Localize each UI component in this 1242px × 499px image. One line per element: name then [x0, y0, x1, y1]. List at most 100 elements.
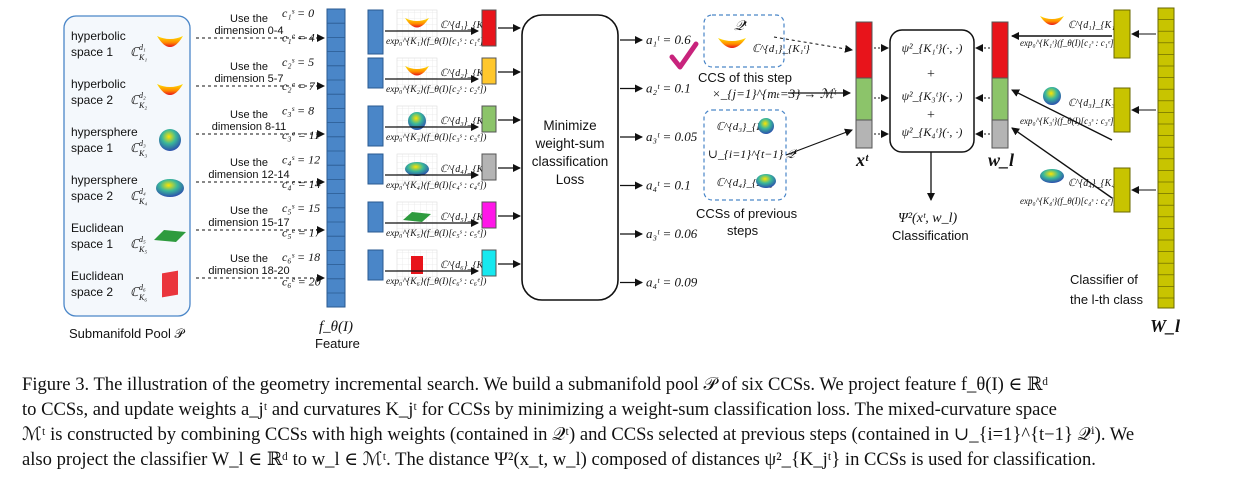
projected-vector: [481, 249, 497, 277]
pool-space-name: Euclidean: [71, 269, 124, 283]
classifier-symbol: W_l: [1150, 316, 1180, 336]
vertical-plane-icon: [411, 256, 423, 274]
feature-segment: [367, 57, 384, 89]
classifier-arrow-2: [1011, 89, 1113, 141]
classifier-manifold-symbol: ℂ^{d₃}_{K₃ᵗ}: [1068, 98, 1121, 109]
hyperbolic-surface-icon: [405, 18, 429, 28]
cut-point: c₁ᵉ = 4: [282, 30, 315, 44]
wl-red-segment: [991, 21, 1009, 79]
caption-line-3: ℳᵗ is constructed by combining CCSs with…: [22, 424, 1135, 445]
hyperbolic-surface-icon: [157, 84, 183, 95]
ccs-prev-label-2: steps: [727, 223, 759, 238]
feature-vector: f_θ(I) Feature: [315, 8, 360, 351]
ellipsoid-icon: [405, 162, 429, 176]
hyperbolic-surface-icon: [157, 36, 183, 47]
classifier-seg-1: [1113, 9, 1131, 59]
cut-point: c₄ᵉ = 14: [282, 177, 321, 191]
pool-space-symbol: ℂ: [130, 237, 140, 251]
pool-space-dim: d₂: [139, 91, 146, 100]
wl-symbol: w_l: [988, 150, 1014, 170]
plane-icon: [403, 212, 431, 222]
projection-row: ℂ^{d₆}_{K₆}exp₀^{K₆}(f_θ(I)[c₆ˢ : c₆ᵉ]): [367, 249, 521, 287]
ccs-prev-union: ∪_{i=1}^{t−1} 𝒬ⁱ: [708, 147, 798, 161]
vertical-plane-icon: [162, 270, 178, 298]
dim-use-label: Use the: [230, 253, 268, 265]
mixed-classifier-vector: w_l: [988, 21, 1014, 170]
weight-value: a₃ᵗ = 0.06: [646, 226, 698, 241]
cut-point: c₅ˢ = 15: [282, 201, 320, 215]
dim-use-label: Use the: [230, 157, 268, 169]
weight-value: a₂ᵗ = 0.1: [646, 81, 691, 96]
feature-segment: [367, 201, 384, 233]
pool-space-symbol: ℂ: [130, 45, 140, 59]
projected-vector: [481, 57, 497, 85]
manifold-symbol: ℂ^{d₂}_{K₂}: [440, 68, 491, 79]
psi-distance: ψ²_{K₁ᵗ}(·, ·): [902, 41, 963, 55]
projection-row: ℂ^{d₅}_{K₅} exp₀^{K₅}(f_θ(I)[c₅ˢ : c₅ᵉ]): [367, 201, 521, 239]
plus-2: +: [927, 108, 935, 123]
loss-line-3: classification: [532, 154, 609, 169]
pool-space-index: space 2: [71, 285, 113, 299]
psi-distance: ψ²_{K₃ᵗ}(·, ·): [902, 89, 963, 103]
cut-point: c₂ᵉ = 7: [282, 79, 316, 93]
xt-red-segment: [855, 21, 873, 79]
pool-space-curv: K₃: [138, 149, 147, 158]
pool-space-symbol: ℂ: [130, 141, 140, 155]
pool-space-symbol: ℂ: [130, 189, 140, 203]
pool-space-index: space 2: [71, 189, 113, 203]
classifier-exp-formula: exp₀^{K₄ᵗ}(f_θ(I)[c₄ˢ : c₄ᵉ]): [1020, 196, 1117, 206]
projection-row: ℂ^{d₂}_{K₂}exp₀^{K₂}(f_θ(I)[c₂ˢ : c₂ᵉ]): [367, 57, 521, 95]
mixed-feature-vector: xᵗ: [855, 21, 873, 170]
wl-green-segment: [991, 77, 1009, 121]
projected-vector: [481, 201, 497, 229]
exp-map-formula: exp₀^{K₅}(f_θ(I)[c₅ˢ : c₅ᵉ]): [386, 228, 486, 239]
figure-caption: Figure 3. The illustration of the geomet…: [22, 372, 1232, 472]
pool-space-dim: d₃: [139, 139, 146, 148]
classifier-projections: ℂ^{d₁}_{K₁ᵗ}exp₀^{K₁ᵗ}(f_θ(I)[c₁ˢ : c₁ᵉ]…: [1011, 16, 1156, 206]
caption-line-1: Figure 3. The illustration of the geomet…: [22, 374, 1049, 395]
cut-point: c₆ˢ = 18: [282, 250, 320, 264]
manifold-symbol: ℂ^{d₁}_{K₁}: [440, 20, 491, 31]
feature-segment: [367, 9, 384, 55]
pool-space-name: hypersphere: [71, 125, 138, 139]
classifier-arrow-3: [1011, 127, 1113, 199]
pool-label: Submanifold Pool 𝒫: [69, 326, 186, 341]
loss-line-4: Loss: [556, 172, 585, 187]
hyperbolic-surface-icon: [718, 38, 746, 48]
pool-space-dim: d₁: [139, 43, 146, 52]
connector-ccs-prev: [785, 128, 853, 156]
pool-space-name: hyperbolic: [71, 77, 126, 91]
pool-space-curv: K₄: [138, 197, 147, 206]
pool-space-dim: d₅: [139, 235, 146, 244]
pool-space-symbol: ℂ: [130, 285, 140, 299]
projection-row: ℂ^{d₃}_{K₃}exp₀^{K₃}(f_θ(I)[c₃ˢ : c₃ᵉ]): [367, 105, 521, 147]
classifier-label-1: Classifier of: [1070, 272, 1138, 287]
feature-symbol: f_θ(I): [319, 319, 353, 335]
ccs-this-step: 𝒬ᵗ ℂ^{d₁}_{K₁ᵗ} CCS of this step: [698, 14, 810, 85]
hyperbolic-surface-icon: [405, 66, 429, 76]
pool-frame: [63, 15, 191, 317]
classifier-seg-4: [1113, 167, 1131, 213]
dim-range-label: dimension 18-20: [208, 265, 289, 277]
classifier-exp-formula: exp₀^{K₃ᵗ}(f_θ(I)[c₃ˢ : c₃ᵉ]): [1020, 116, 1117, 126]
check-icon: [669, 41, 699, 70]
ccs-prev-label-1: CCSs of previous: [696, 206, 798, 221]
feature-label: Feature: [315, 336, 360, 351]
cut-point: c₅ᵉ = 17: [282, 226, 322, 240]
exp-map-formula: exp₀^{K₁}(f_θ(I)[c₁ˢ : c₁ᵉ]): [386, 36, 486, 47]
ccs-previous-steps: ℂ^{d₃}_{K₃ᵗ} ∪_{i=1}^{t−1} 𝒬ⁱ ℂ^{d₄}_{K₄…: [696, 109, 798, 238]
weight-value: a₁ᵗ = 0.6: [646, 32, 691, 47]
ccs-this-q: 𝒬ᵗ: [734, 19, 748, 34]
ccs-this-label: CCS of this step: [698, 70, 792, 85]
classifier-manifold-symbol: ℂ^{d₁}_{K₁ᵗ}: [1068, 20, 1121, 31]
ccs-this-frame: [703, 14, 785, 68]
cut-point: c₆ᵉ = 20: [282, 274, 321, 288]
hyperbolic-surface-icon: [1040, 16, 1064, 25]
manifold-symbol: ℂ^{d₅}_{K₅}: [440, 212, 491, 223]
sphere-icon: [758, 118, 774, 134]
plus-1: +: [927, 67, 935, 82]
